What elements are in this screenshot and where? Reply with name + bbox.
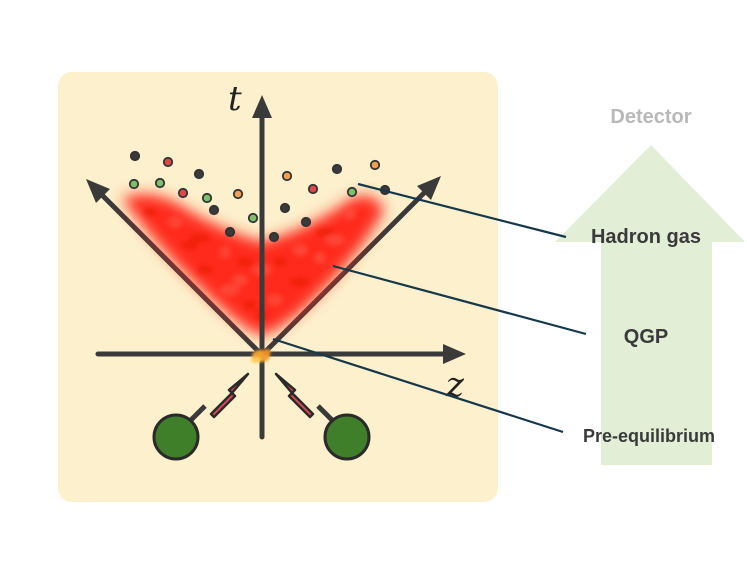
qgp-speckle xyxy=(182,241,198,249)
leader-pre-equilibrium xyxy=(272,337,564,434)
hadron-gas-label: Hadron gas xyxy=(591,226,701,248)
detector-arrow xyxy=(555,145,745,465)
hadron-particle xyxy=(281,170,293,182)
hadron-particle xyxy=(300,216,312,228)
hadron-particle xyxy=(232,188,244,200)
qgp-speckle xyxy=(274,258,286,266)
hadron-particles xyxy=(128,150,391,243)
qgp-speckle xyxy=(325,234,345,246)
qgp-speckle xyxy=(292,244,308,256)
hadron-particle xyxy=(129,150,141,162)
qgp-region xyxy=(122,194,384,336)
beam-arrows xyxy=(209,372,315,419)
qgp-speckle xyxy=(190,234,210,242)
hadron-particle xyxy=(346,186,358,198)
hadron-particle xyxy=(193,168,205,180)
qgp-speckle xyxy=(237,258,253,266)
hadron-particle xyxy=(307,183,319,195)
hadron-particle xyxy=(208,204,220,216)
hadron-particle xyxy=(177,187,189,199)
hadron-particle xyxy=(268,231,280,243)
qgp-speckle xyxy=(267,294,283,306)
axes xyxy=(86,95,466,440)
light-cone-lines xyxy=(89,179,438,358)
hadron-particle xyxy=(201,192,213,204)
hadron-particle xyxy=(247,212,259,224)
light-cone-right-arrowhead xyxy=(417,176,441,200)
light-cone-left xyxy=(89,182,265,358)
leader-lines xyxy=(272,182,587,434)
qgp-speckle xyxy=(219,246,231,258)
light-cone-left-arrowhead xyxy=(86,179,110,203)
nuclei xyxy=(152,404,371,461)
qgp-speckle xyxy=(314,252,326,264)
qgp-speckle xyxy=(220,284,240,296)
leader-qgp xyxy=(332,264,587,336)
hadron-particle xyxy=(369,159,381,171)
qgp-speckle xyxy=(144,208,156,216)
qgp-speckle xyxy=(290,278,310,286)
light-cone-right xyxy=(259,179,438,358)
leader-hadron-gas xyxy=(357,182,567,239)
t-axis-arrowhead xyxy=(252,95,272,118)
beam-arrow-right xyxy=(274,372,315,419)
qgp-speckle xyxy=(197,266,213,274)
pre-equilibrium-label: Pre-equilibrium xyxy=(583,426,715,446)
qgp-speckle xyxy=(315,228,335,236)
t-axis-label: t xyxy=(228,79,242,119)
hadron-particle xyxy=(162,156,174,168)
qgp-speckle xyxy=(167,216,183,228)
qgp-label: QGP xyxy=(624,326,668,348)
collision-point xyxy=(251,349,271,363)
beam-arrow-left xyxy=(209,372,250,419)
qgp-speckle xyxy=(344,208,356,220)
nucleus-left xyxy=(152,413,200,461)
hadron-particle xyxy=(154,177,166,189)
hadron-particle xyxy=(224,226,236,238)
hadron-particle xyxy=(279,202,291,214)
hadron-particle xyxy=(128,178,140,190)
qgp-speckle xyxy=(232,274,248,286)
detector-label: Detector xyxy=(610,106,691,128)
z-axis-arrowhead xyxy=(443,344,466,364)
qgp-speckle xyxy=(244,301,256,309)
hadron-particle xyxy=(331,163,343,175)
nucleus-right xyxy=(323,413,371,461)
